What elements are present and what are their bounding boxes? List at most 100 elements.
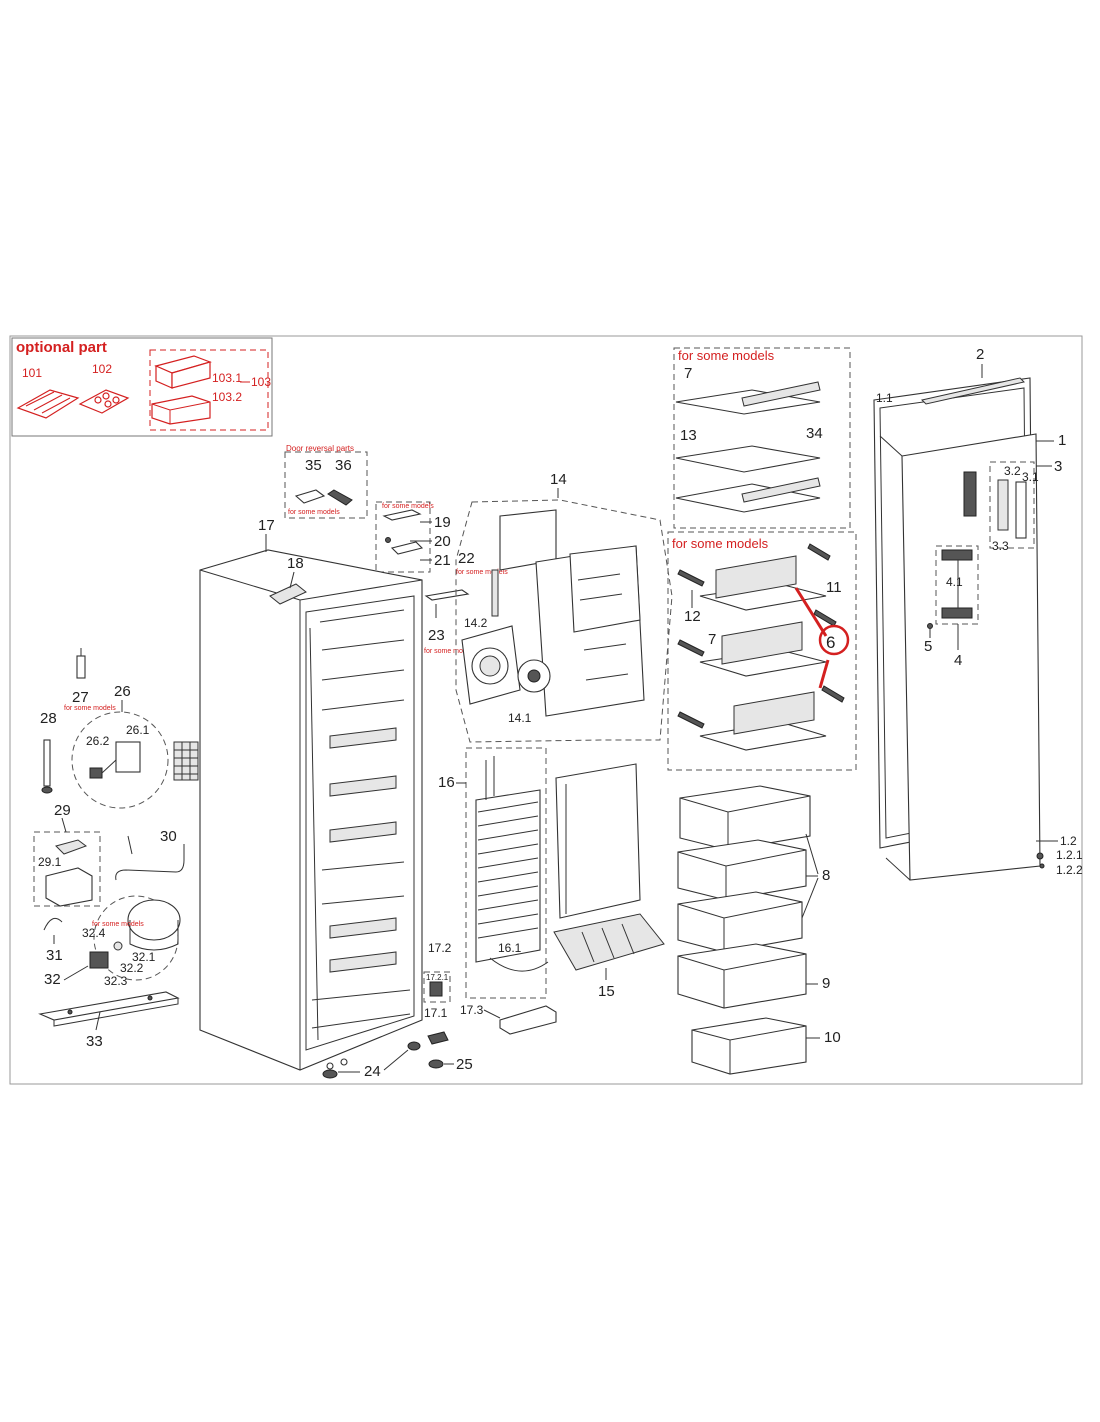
note-27: for some models <box>64 705 116 712</box>
label-103-2: 103.2 <box>212 390 242 404</box>
label-25: 25 <box>456 1056 473 1073</box>
label-1-2-2: 1.2.2 <box>1056 863 1083 877</box>
label-12: 12 <box>684 608 701 625</box>
label-22: 22 <box>458 550 475 567</box>
label-26: 26 <box>114 683 131 700</box>
label-3-1: 3.1 <box>1022 470 1039 484</box>
label-36: 36 <box>335 457 352 474</box>
label-32-3: 32.3 <box>104 974 128 988</box>
label-35: 35 <box>305 457 322 474</box>
door-reversal-note: Door reversal parts <box>286 444 354 453</box>
ice-tray-101 <box>16 389 80 419</box>
label-17: 17 <box>258 517 275 534</box>
label-13: 13 <box>680 427 697 444</box>
evaporator-group-14 <box>455 499 673 743</box>
egg-tray-102 <box>78 389 130 414</box>
label-5: 5 <box>924 638 932 655</box>
label-1-2-1: 1.2.1 <box>1056 848 1083 862</box>
drawers-group <box>677 785 811 1075</box>
label-28: 28 <box>40 710 57 727</box>
diagram-frame <box>9 335 1083 1085</box>
hinge-note: for some models <box>382 503 434 510</box>
label-16: 16 <box>438 774 455 791</box>
label-14: 14 <box>550 471 567 488</box>
label-33: 33 <box>86 1033 103 1050</box>
label-103: 103 <box>251 375 271 389</box>
label-11: 11 <box>826 579 842 596</box>
label-1: 1 <box>1058 432 1066 449</box>
label-3-3: 3.3 <box>992 539 1009 553</box>
label-4-1: 4.1 <box>946 575 963 589</box>
label-34: 34 <box>806 425 823 442</box>
label-4: 4 <box>954 652 962 669</box>
label-1-2: 1.2 <box>1060 834 1077 848</box>
label-3: 3 <box>1054 458 1062 475</box>
label-32-4: 32.4 <box>82 926 106 940</box>
label-17-2: 17.2 <box>428 941 452 955</box>
label-32-1: 32.1 <box>132 950 156 964</box>
grille-panel <box>173 741 199 781</box>
label-27: 27 <box>72 689 89 706</box>
door-reversal-group: Door reversal parts 35 36 for some model… <box>284 444 368 519</box>
label-8: 8 <box>822 867 830 884</box>
shelf-group-middle: for some models <box>667 531 857 771</box>
note-23: for some models <box>424 648 476 655</box>
relay-group-26 <box>71 711 169 809</box>
label-102: 102 <box>92 362 112 376</box>
label-32: 32 <box>44 971 61 988</box>
filter-27 <box>76 648 86 679</box>
hinge-group: for some models 19 20 21 <box>375 501 451 573</box>
label-21: 21 <box>434 552 451 569</box>
label-31: 31 <box>46 947 63 964</box>
note-shelf-top: for some models <box>678 348 775 363</box>
foot-25 <box>428 1059 444 1069</box>
label-17-3: 17.3 <box>460 1003 484 1017</box>
pipe-30 <box>115 835 185 881</box>
label-2: 2 <box>976 346 984 363</box>
label-18: 18 <box>287 555 304 572</box>
note-shelf-middle: for some models <box>672 536 769 551</box>
red-annotation-6 <box>794 587 850 689</box>
label-101: 101 <box>22 366 42 380</box>
cabinet-17 <box>199 549 423 1071</box>
door-1 <box>873 377 1041 881</box>
label-17-1: 17.1 <box>424 1006 448 1020</box>
label-10: 10 <box>824 1029 841 1046</box>
label-24: 24 <box>364 1063 381 1080</box>
ice-drawer-103-2 <box>151 395 211 425</box>
label-29-1: 29.1 <box>38 855 62 869</box>
wire-31 <box>43 917 63 931</box>
label-14-2: 14.2 <box>464 616 488 630</box>
note-32: for some models <box>92 921 144 928</box>
condenser-group-16 <box>465 747 549 999</box>
label-9: 9 <box>822 975 830 992</box>
shelf-group-top: for some models <box>673 347 851 529</box>
back-panel-15 <box>553 763 665 971</box>
rod-28 <box>41 739 53 794</box>
label-17-2-1: 17.2.1 <box>426 973 449 982</box>
ice-box-103-1 <box>154 355 212 389</box>
label-19: 19 <box>434 514 451 531</box>
label-32-2: 32.2 <box>120 961 144 975</box>
label-26-2: 26.2 <box>86 734 110 748</box>
compressor-group-32 <box>89 895 181 981</box>
label-6: 6 <box>826 633 835 652</box>
label-1-1: 1.1 <box>876 391 893 405</box>
note-22: for some models <box>456 569 508 576</box>
base-plate-33 <box>38 991 180 1027</box>
label-23: 23 <box>428 627 445 644</box>
label-14-1: 14.1 <box>508 711 532 725</box>
label-7a: 7 <box>684 365 692 382</box>
label-26-1: 26.1 <box>126 723 150 737</box>
label-15: 15 <box>598 983 615 1000</box>
label-20: 20 <box>434 533 451 550</box>
label-7b: 7 <box>708 631 716 648</box>
optional-part-header: optional part <box>16 339 107 356</box>
door-reversal-subnote: for some models <box>288 509 340 516</box>
foot-24 <box>322 1041 421 1079</box>
label-16-1: 16.1 <box>498 941 522 955</box>
label-103-1: 103.1 <box>212 371 242 385</box>
label-3-2: 3.2 <box>1004 464 1021 478</box>
thermostat-group-29 <box>33 831 101 907</box>
